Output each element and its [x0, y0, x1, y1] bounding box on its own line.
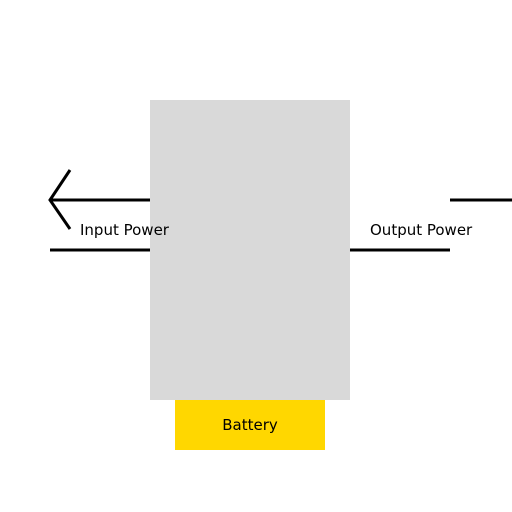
battery-label: Battery — [222, 416, 278, 434]
device-block — [150, 100, 350, 400]
input-power-label: Input Power — [80, 221, 170, 239]
input-arrowhead — [48, 169, 72, 230]
output-power-label: Output Power — [370, 221, 473, 239]
battery-block — [175, 400, 325, 450]
